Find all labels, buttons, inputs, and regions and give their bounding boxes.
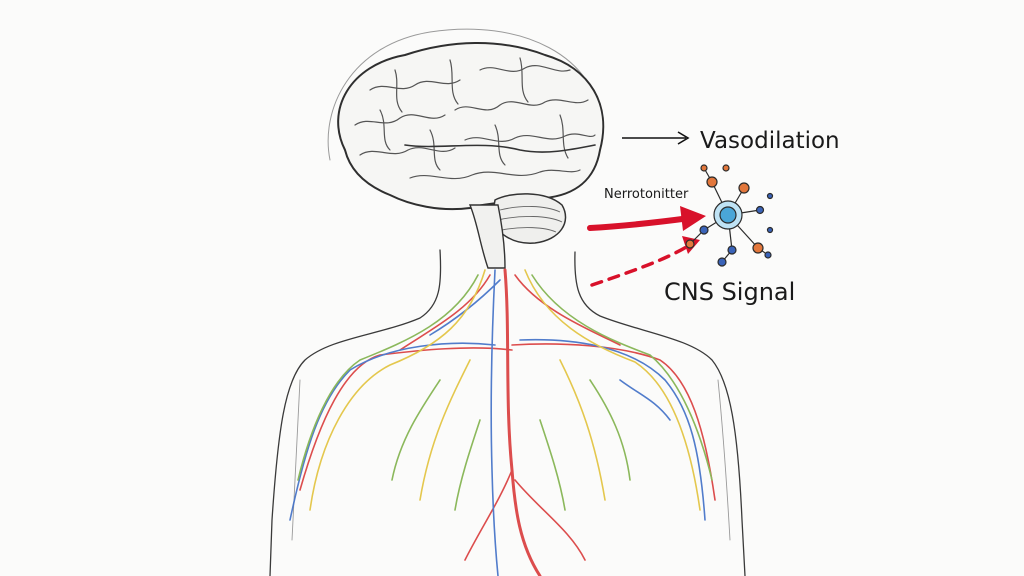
cns-signal-label: CNS Signal xyxy=(664,278,795,306)
brain xyxy=(337,42,605,269)
neurotransmitter-molecule xyxy=(685,164,774,267)
body-outline xyxy=(269,28,746,576)
vasodilation-annotation: Vasodilation xyxy=(622,128,840,154)
nerve-network xyxy=(289,268,716,576)
neurotransmitter-label: Nerrotonitter xyxy=(604,187,689,202)
vasodilation-label: Vasodilation xyxy=(700,128,840,154)
red-solid-arrow xyxy=(587,206,706,231)
